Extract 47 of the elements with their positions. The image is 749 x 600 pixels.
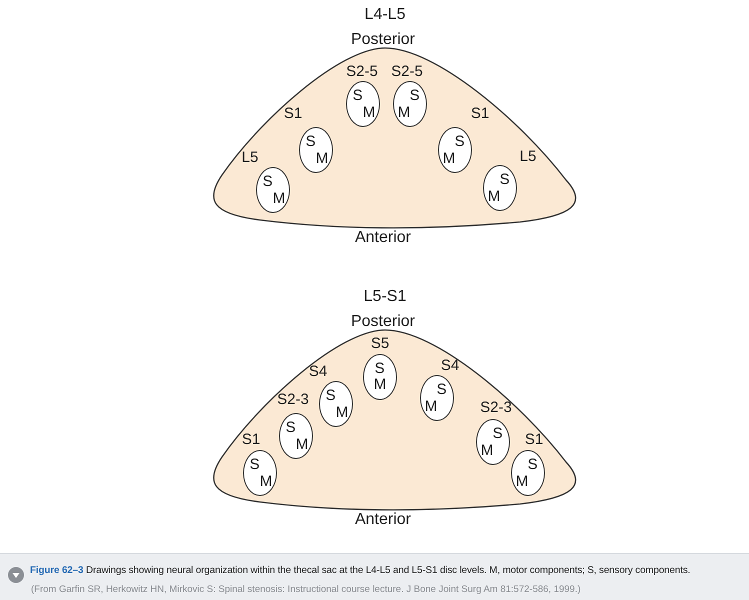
- orientation-label: Anterior: [354, 511, 412, 529]
- motor-mark: M: [260, 474, 272, 490]
- root-label: S1: [524, 432, 544, 448]
- sensory-mark: S: [374, 360, 386, 377]
- sensory-mark: S: [436, 382, 448, 398]
- root-label: S5: [370, 336, 390, 352]
- orientation-label: Posterior: [350, 313, 416, 331]
- sensory-mark: S: [498, 172, 511, 188]
- root-label: S1: [242, 432, 260, 448]
- sensory-mark: S: [248, 456, 261, 473]
- orientation-label: Anterior: [354, 229, 412, 247]
- sensory-mark: S: [304, 134, 317, 150]
- sensory-mark: S: [324, 388, 337, 404]
- sensory-mark: S: [352, 88, 364, 104]
- sensory-mark: S: [284, 420, 297, 436]
- motor-mark: M: [316, 150, 328, 167]
- motor-mark: M: [516, 474, 528, 490]
- motor-mark: M: [272, 190, 285, 207]
- root-label: S2-3: [277, 392, 309, 408]
- motor-mark: M: [480, 442, 493, 459]
- sensory-mark: S: [526, 456, 539, 473]
- orientation-label: Posterior: [350, 31, 416, 49]
- root-label: S2-5: [346, 64, 378, 80]
- motor-mark: M: [488, 188, 500, 205]
- root-label: L5: [520, 149, 536, 165]
- source-note: (From Garfin SR, Herkowitz HN, Mirkovic S: Spinal stenosis: Instructional course lecture. J Bone Joint Surg Am 81:572-586, 1999.): [31, 584, 581, 595]
- figure-caption: Figure 62–3 Drawings showing neural organization within the thecal sac at the L4-L5 and L5-S1 disc levels. M, motor components; S, sensory components.: [30, 565, 690, 576]
- root-label: L5: [242, 150, 258, 166]
- root-label: S4: [308, 364, 328, 380]
- level-heading: L4-L5: [364, 6, 406, 24]
- motor-mark: M: [362, 104, 375, 121]
- sensory-mark: S: [408, 88, 421, 104]
- motor-mark: M: [374, 376, 386, 393]
- motor-mark: M: [398, 104, 410, 121]
- root-label: S1: [470, 106, 490, 122]
- level-heading: L5-S1: [364, 288, 406, 306]
- root-label: S2-3: [480, 400, 512, 416]
- sensory-mark: S: [454, 134, 466, 150]
- motor-mark: M: [296, 436, 308, 453]
- root-label: S1: [284, 106, 302, 122]
- motor-mark: M: [424, 398, 437, 415]
- sensory-mark: S: [492, 426, 504, 442]
- sensory-mark: S: [262, 174, 274, 190]
- motor-mark: M: [336, 404, 348, 421]
- root-label: S4: [440, 358, 460, 374]
- root-label: S2-5: [391, 64, 423, 80]
- motor-mark: M: [442, 150, 455, 167]
